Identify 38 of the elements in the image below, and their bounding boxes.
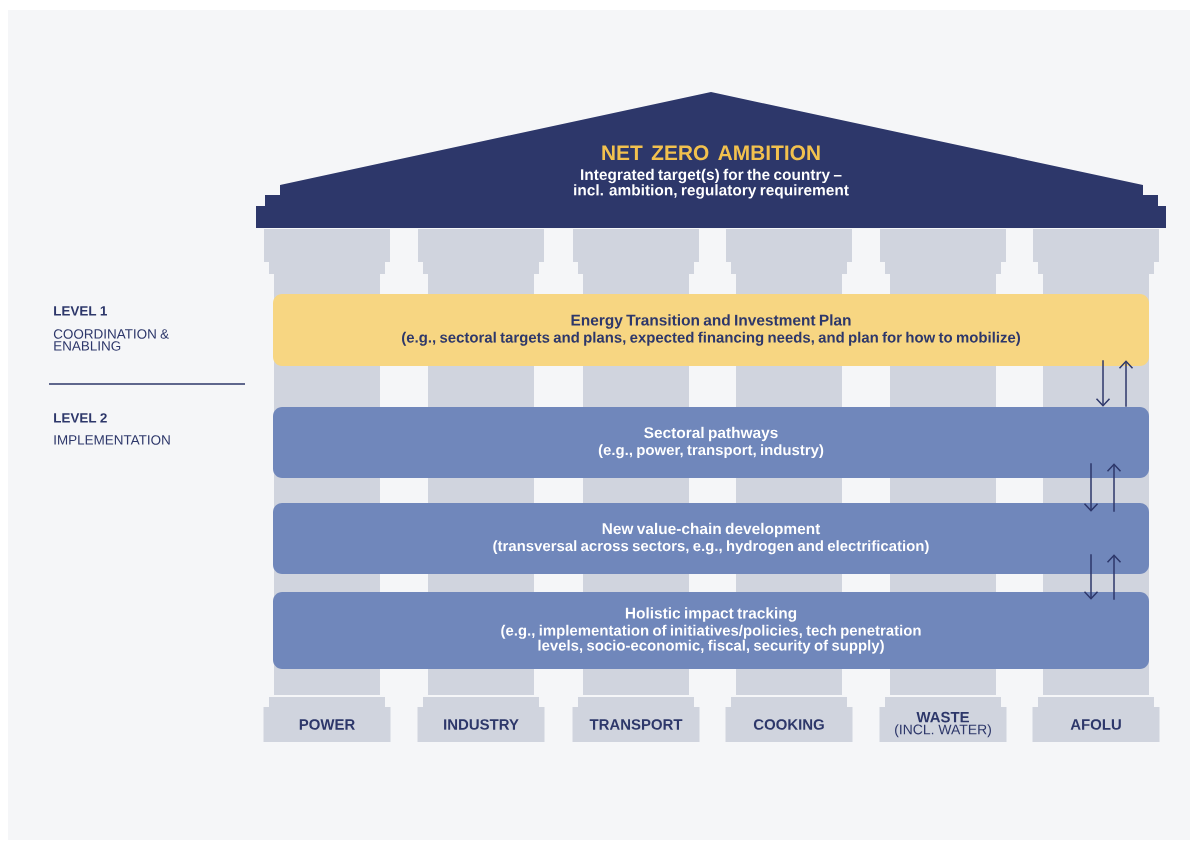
band-title: Sectoral pathways	[644, 426, 778, 442]
arrow	[1106, 463, 1122, 513]
pillar-label: WASTE	[916, 711, 969, 723]
band-text: (e.g., implementation of initiatives/policies, tech penetration levels, socio-economic, fiscal, security of supply)	[501, 624, 921, 654]
pillar-base	[879, 697, 1007, 742]
pillar-base	[263, 697, 391, 742]
pillar-base	[572, 697, 700, 742]
arrow	[1106, 554, 1122, 601]
band-title: Holistic impact tracking	[625, 607, 797, 622]
roof-text: Integrated target(s) for the country – incl. ambition, regulatory requirement	[574, 168, 849, 199]
band-text: (e.g., sectoral targets and plans, expected financing needs, and plan for how to mobilize)	[402, 331, 1020, 346]
pillar-label: INDUSTRY	[444, 719, 519, 730]
pillar-label: COOKING	[753, 719, 824, 730]
level-heading: LEVEL 2	[54, 413, 107, 423]
band	[273, 503, 1149, 574]
band-title: Energy Transition and Investment Plan	[571, 314, 851, 329]
roof-title: NET ZERO AMBITION	[602, 145, 820, 161]
level-text: IMPLEMENTATION	[54, 435, 170, 445]
arrow	[1095, 359, 1111, 407]
pillar-base	[417, 697, 545, 742]
pillar-label: TRANSPORT	[589, 719, 683, 730]
pillar-sublabel: (INCL. WATER)	[895, 724, 991, 738]
pillar-base	[1032, 697, 1160, 742]
band	[273, 592, 1149, 669]
level-heading: LEVEL 1	[54, 306, 107, 316]
roof	[256, 92, 1166, 228]
band-text: (e.g., power, transport, industry)	[598, 444, 824, 459]
arrow	[1083, 553, 1099, 600]
arrow	[1083, 462, 1099, 512]
band	[273, 294, 1149, 366]
pillar-label: POWER	[299, 719, 355, 730]
band-text: (transversal across sectors, e.g., hydrogen and electrification)	[493, 540, 929, 555]
pillar-label: AFOLU	[1070, 719, 1121, 730]
band	[273, 407, 1149, 478]
arrow	[1118, 360, 1134, 408]
level-text: COORDINATION & ENABLING	[53, 329, 169, 351]
pillar-base	[725, 697, 853, 742]
band-title: New value-chain development	[602, 522, 821, 538]
